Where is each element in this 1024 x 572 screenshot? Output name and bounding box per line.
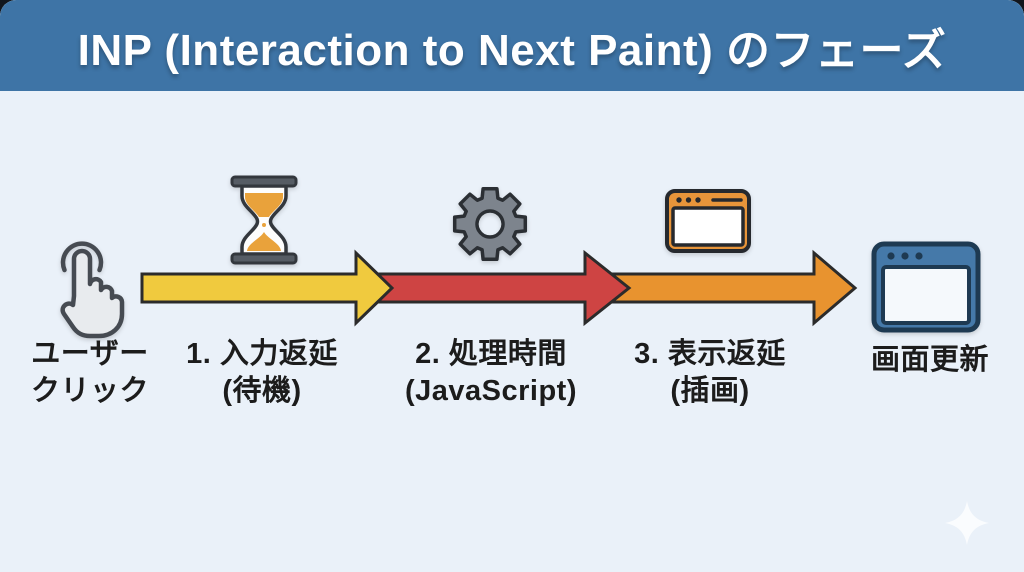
arrow-display-delay xyxy=(598,249,858,327)
label-input-delay-line1: 1. 入力返延 xyxy=(186,338,338,370)
page-title: INP (Interaction to Next Paint) のフェーズ xyxy=(77,25,947,75)
label-processing-time-line2: (JavaScript) xyxy=(404,375,577,407)
label-user-click: ユーザー クリック xyxy=(8,336,172,410)
label-screen-update-line1: 画面更新 xyxy=(870,344,989,376)
label-input-delay-line2: (待機) xyxy=(222,375,302,407)
label-display-delay-line1: 3. 表示返延 xyxy=(634,338,786,370)
label-processing-time: 2. 処理時間 (JavaScript) xyxy=(386,336,596,410)
header-bar: INP (Interaction to Next Paint) のフェーズ xyxy=(0,0,1024,91)
label-input-delay: 1. 入力返延 (待機) xyxy=(167,336,357,410)
hourglass-icon xyxy=(228,174,300,266)
label-user-click-line2: クリック xyxy=(30,375,149,407)
label-display-delay-line2: (插画) xyxy=(670,375,750,407)
browser-window-blue-icon xyxy=(871,241,981,333)
label-processing-time-line1: 2. 処理時間 xyxy=(415,338,567,370)
gear-icon xyxy=(452,183,528,265)
arrow-processing-time xyxy=(360,249,632,327)
tap-hand-icon xyxy=(30,236,134,340)
sparkle-icon xyxy=(944,500,990,551)
label-screen-update: 画面更新 xyxy=(852,342,1008,379)
label-user-click-line1: ユーザー xyxy=(31,338,149,370)
label-display-delay: 3. 表示返延 (插画) xyxy=(605,336,815,410)
arrow-input-delay xyxy=(140,249,395,327)
browser-window-orange-icon xyxy=(665,189,751,253)
